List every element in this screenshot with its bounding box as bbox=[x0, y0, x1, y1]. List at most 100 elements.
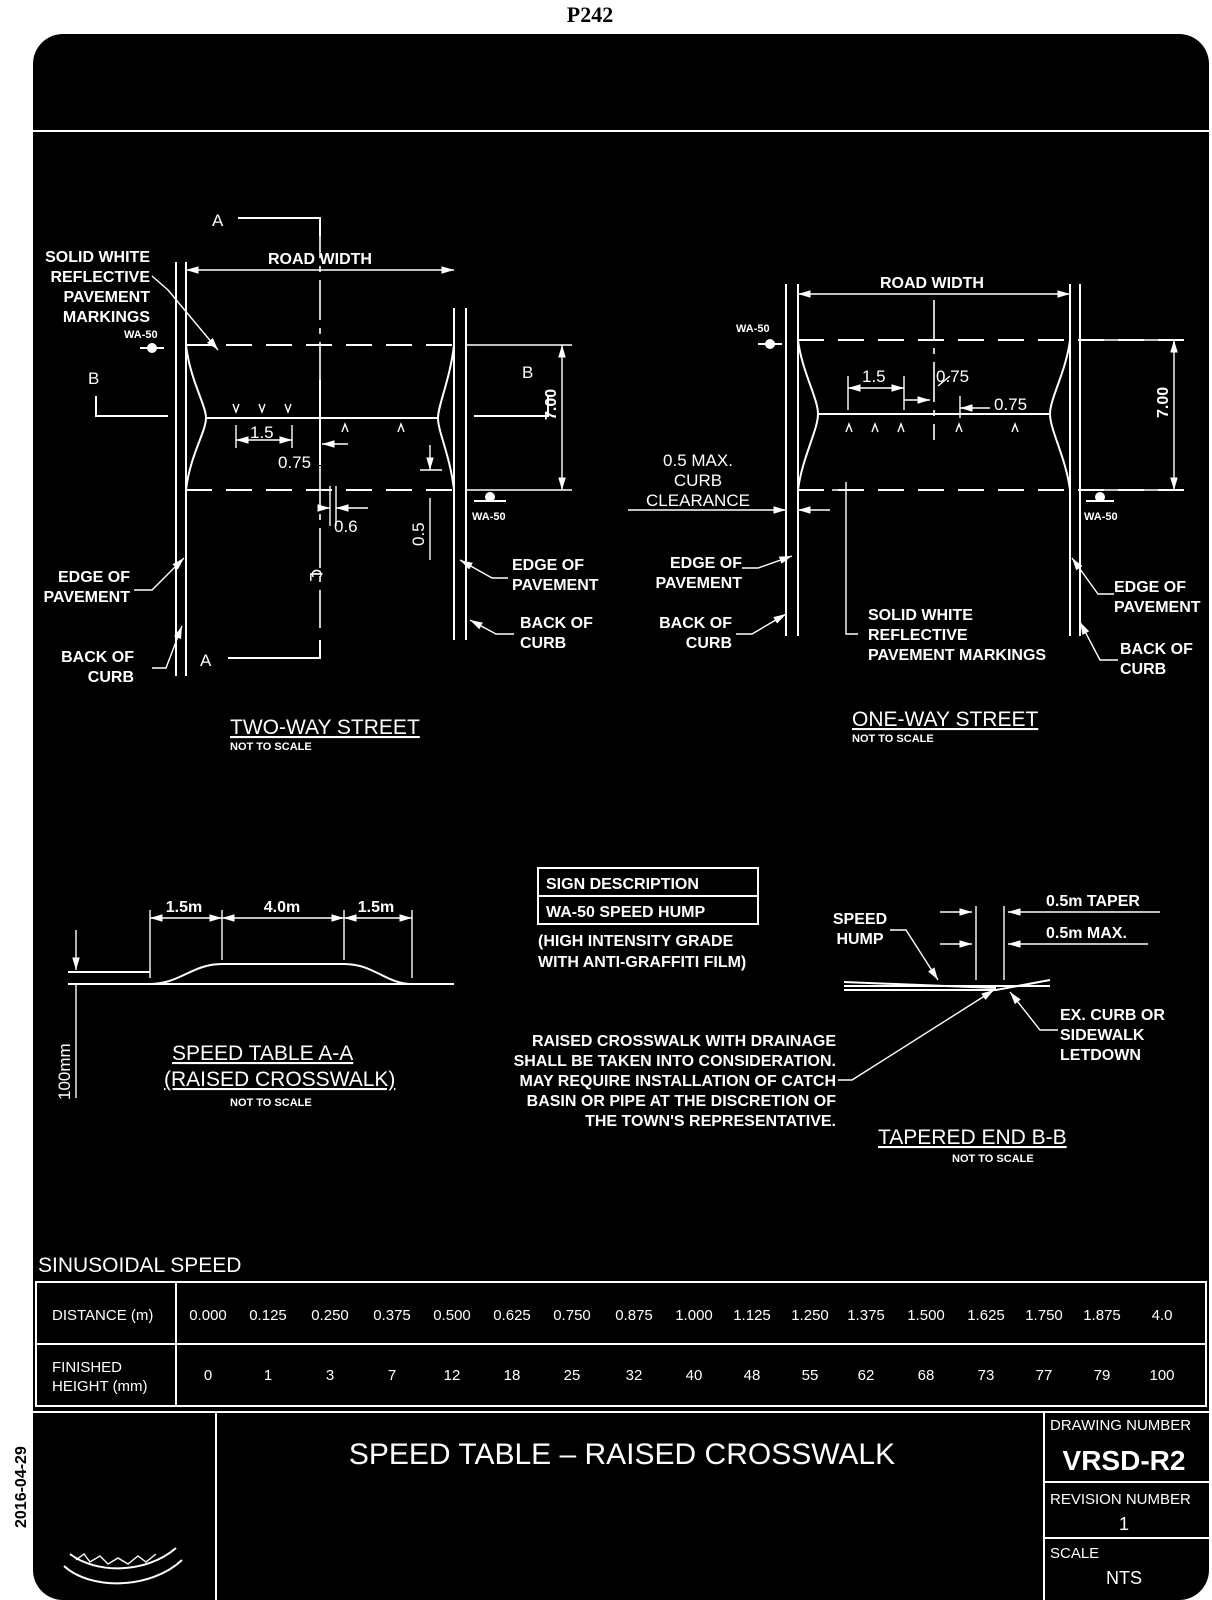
svg-text:BACK OF: BACK OF bbox=[1120, 641, 1193, 658]
svg-text:CURB: CURB bbox=[674, 471, 722, 490]
svg-text:(RAISED CROSSWALK): (RAISED CROSSWALK) bbox=[164, 1068, 395, 1091]
drawing-number: VRSD-R2 bbox=[1063, 1445, 1186, 1476]
sinusoidal-table: SINUSOIDAL SPEED DISTANCE (m) FINISHED H… bbox=[35, 1254, 1207, 1407]
svg-text:℄: ℄ bbox=[306, 569, 325, 581]
svg-text:1.5: 1.5 bbox=[250, 423, 274, 442]
svg-text:EDGE OF: EDGE OF bbox=[512, 557, 584, 574]
distance-cell: 1.125 bbox=[733, 1307, 771, 1324]
scale-value: NTS bbox=[1106, 1568, 1142, 1588]
height-cell: 3 bbox=[326, 1367, 334, 1384]
sign-label: WA-50 bbox=[472, 511, 506, 523]
svg-text:NOT TO SCALE: NOT TO SCALE bbox=[230, 1097, 312, 1109]
sign-description: SIGN DESCRIPTION WA-50 SPEED HUMP (HIGH … bbox=[537, 867, 759, 971]
height-dim: 100mm bbox=[55, 1043, 74, 1100]
svg-text:SOLID WHITE: SOLID WHITE bbox=[868, 607, 973, 624]
svg-text:HEIGHT (mm): HEIGHT (mm) bbox=[52, 1378, 148, 1395]
svg-text:LETDOWN: LETDOWN bbox=[1060, 1047, 1141, 1064]
tapered-end-title: TAPERED END B-B bbox=[878, 1126, 1067, 1149]
height-cell: 62 bbox=[858, 1367, 875, 1384]
section-a-bottom: A bbox=[200, 651, 212, 670]
distance-cell: 0.500 bbox=[433, 1307, 471, 1324]
distance-cell: 4.0 bbox=[1152, 1307, 1173, 1324]
svg-text:SCALE: SCALE bbox=[1050, 1545, 1099, 1562]
svg-text:PAVEMENT: PAVEMENT bbox=[512, 577, 599, 594]
distance-cell: 0.625 bbox=[493, 1307, 531, 1324]
svg-text:4.0m: 4.0m bbox=[264, 899, 300, 916]
height-cell: 48 bbox=[744, 1367, 761, 1384]
svg-text:MARKINGS: MARKINGS bbox=[63, 309, 150, 326]
svg-text:PAVEMENT: PAVEMENT bbox=[43, 589, 130, 606]
svg-text:EX. CURB OR: EX. CURB OR bbox=[1060, 1007, 1165, 1024]
svg-text:PAVEMENT: PAVEMENT bbox=[63, 289, 150, 306]
svg-text:CURB: CURB bbox=[1120, 661, 1166, 678]
sign-label: WA-50 bbox=[736, 323, 770, 335]
speed-table-labels: 1.5m 4.0m 1.5m 100mm SPEED TABLE A-A (RA… bbox=[55, 899, 395, 1109]
height-cell: 0 bbox=[204, 1367, 212, 1384]
svg-text:SIGN DESCRIPTION: SIGN DESCRIPTION bbox=[546, 876, 699, 893]
road-width-label: ROAD WIDTH bbox=[880, 275, 984, 292]
svg-text:0.75: 0.75 bbox=[278, 453, 311, 472]
distance-cell: 0.375 bbox=[373, 1307, 411, 1324]
svg-text:0.6: 0.6 bbox=[334, 517, 358, 536]
height-cell: 73 bbox=[978, 1367, 995, 1384]
svg-text:REVISION NUMBER: REVISION NUMBER bbox=[1050, 1491, 1191, 1508]
distance-cell: 0.125 bbox=[249, 1307, 287, 1324]
tapered-end-labels: SPEED HUMP 0.5m TAPER 0.5m MAX. EX. CURB… bbox=[833, 893, 1165, 1165]
svg-text:SPEED: SPEED bbox=[833, 911, 887, 928]
height-cell: 77 bbox=[1036, 1367, 1053, 1384]
svg-text:SIDEWALK: SIDEWALK bbox=[1060, 1027, 1145, 1044]
sign-label: WA-50 bbox=[124, 329, 158, 341]
height-cell: 68 bbox=[918, 1367, 935, 1384]
svg-text:EDGE OF: EDGE OF bbox=[1114, 579, 1186, 596]
svg-text:REFLECTIVE: REFLECTIVE bbox=[50, 269, 150, 286]
road-width-label: ROAD WIDTH bbox=[268, 251, 372, 268]
svg-text:0.5m TAPER: 0.5m TAPER bbox=[1046, 893, 1140, 910]
svg-text:0.75: 0.75 bbox=[994, 395, 1027, 414]
two-way-title: TWO-WAY STREET bbox=[230, 716, 420, 739]
length-dim: 7.00 bbox=[543, 389, 560, 420]
height-cell: 55 bbox=[802, 1367, 819, 1384]
distance-cell: 1.625 bbox=[967, 1307, 1005, 1324]
sheet-background bbox=[33, 34, 1209, 1600]
svg-text:SHALL BE TAKEN INTO CONSIDERAT: SHALL BE TAKEN INTO CONSIDERATION. bbox=[514, 1053, 836, 1070]
distance-cell: 1.875 bbox=[1083, 1307, 1121, 1324]
height-row-label: FINISHED bbox=[52, 1359, 122, 1376]
svg-text:CLEARANCE: CLEARANCE bbox=[646, 491, 750, 510]
svg-text:BACK OF: BACK OF bbox=[520, 615, 593, 632]
svg-text:0.5m MAX.: 0.5m MAX. bbox=[1046, 925, 1127, 942]
height-cell: 79 bbox=[1094, 1367, 1111, 1384]
svg-text:CURB: CURB bbox=[520, 635, 566, 652]
svg-text:THE TOWN'S REPRESENTATIVE.: THE TOWN'S REPRESENTATIVE. bbox=[585, 1113, 836, 1130]
drawing-title: SPEED TABLE – RAISED CROSSWALK bbox=[349, 1438, 895, 1471]
one-way-street-labels: ROAD WIDTH WA-50 WA-50 1.5 0.75 0.75 7.0… bbox=[646, 275, 1201, 745]
one-way-street-plan bbox=[628, 284, 1184, 661]
one-way-title: ONE-WAY STREET bbox=[852, 708, 1038, 731]
section-b-right: B bbox=[522, 363, 533, 382]
distance-cell: 1.500 bbox=[907, 1307, 945, 1324]
height-cell: 18 bbox=[504, 1367, 521, 1384]
height-cell: 40 bbox=[686, 1367, 703, 1384]
date-stamp: 2016-04-29 bbox=[13, 1446, 30, 1528]
svg-text:PAVEMENT: PAVEMENT bbox=[1114, 599, 1201, 616]
svg-text:0.75: 0.75 bbox=[936, 367, 969, 386]
svg-text:1.5: 1.5 bbox=[862, 367, 886, 386]
svg-text:HUMP: HUMP bbox=[836, 931, 883, 948]
height-cell: 7 bbox=[388, 1367, 396, 1384]
distance-row-label: DISTANCE (m) bbox=[52, 1307, 153, 1324]
svg-text:BASIN OR PIPE AT THE DISCRETIO: BASIN OR PIPE AT THE DISCRETION OF bbox=[527, 1093, 837, 1110]
svg-text:DRAWING NUMBER: DRAWING NUMBER bbox=[1050, 1417, 1191, 1434]
svg-text:CURB: CURB bbox=[88, 669, 134, 686]
speed-table-profile bbox=[68, 910, 454, 1098]
height-cell: 12 bbox=[444, 1367, 461, 1384]
svg-text:NOT TO SCALE: NOT TO SCALE bbox=[952, 1153, 1034, 1165]
height-cell: 1 bbox=[264, 1367, 272, 1384]
revision-number: 1 bbox=[1119, 1514, 1129, 1534]
tapered-end-detail bbox=[843, 906, 1160, 1031]
distance-cell: 1.000 bbox=[675, 1307, 713, 1324]
height-cell: 25 bbox=[564, 1367, 581, 1384]
svg-text:(HIGH INTENSITY GRADE: (HIGH INTENSITY GRADE bbox=[538, 933, 734, 950]
svg-text:0.5 MAX.: 0.5 MAX. bbox=[663, 451, 733, 470]
svg-text:EDGE OF: EDGE OF bbox=[58, 569, 130, 586]
